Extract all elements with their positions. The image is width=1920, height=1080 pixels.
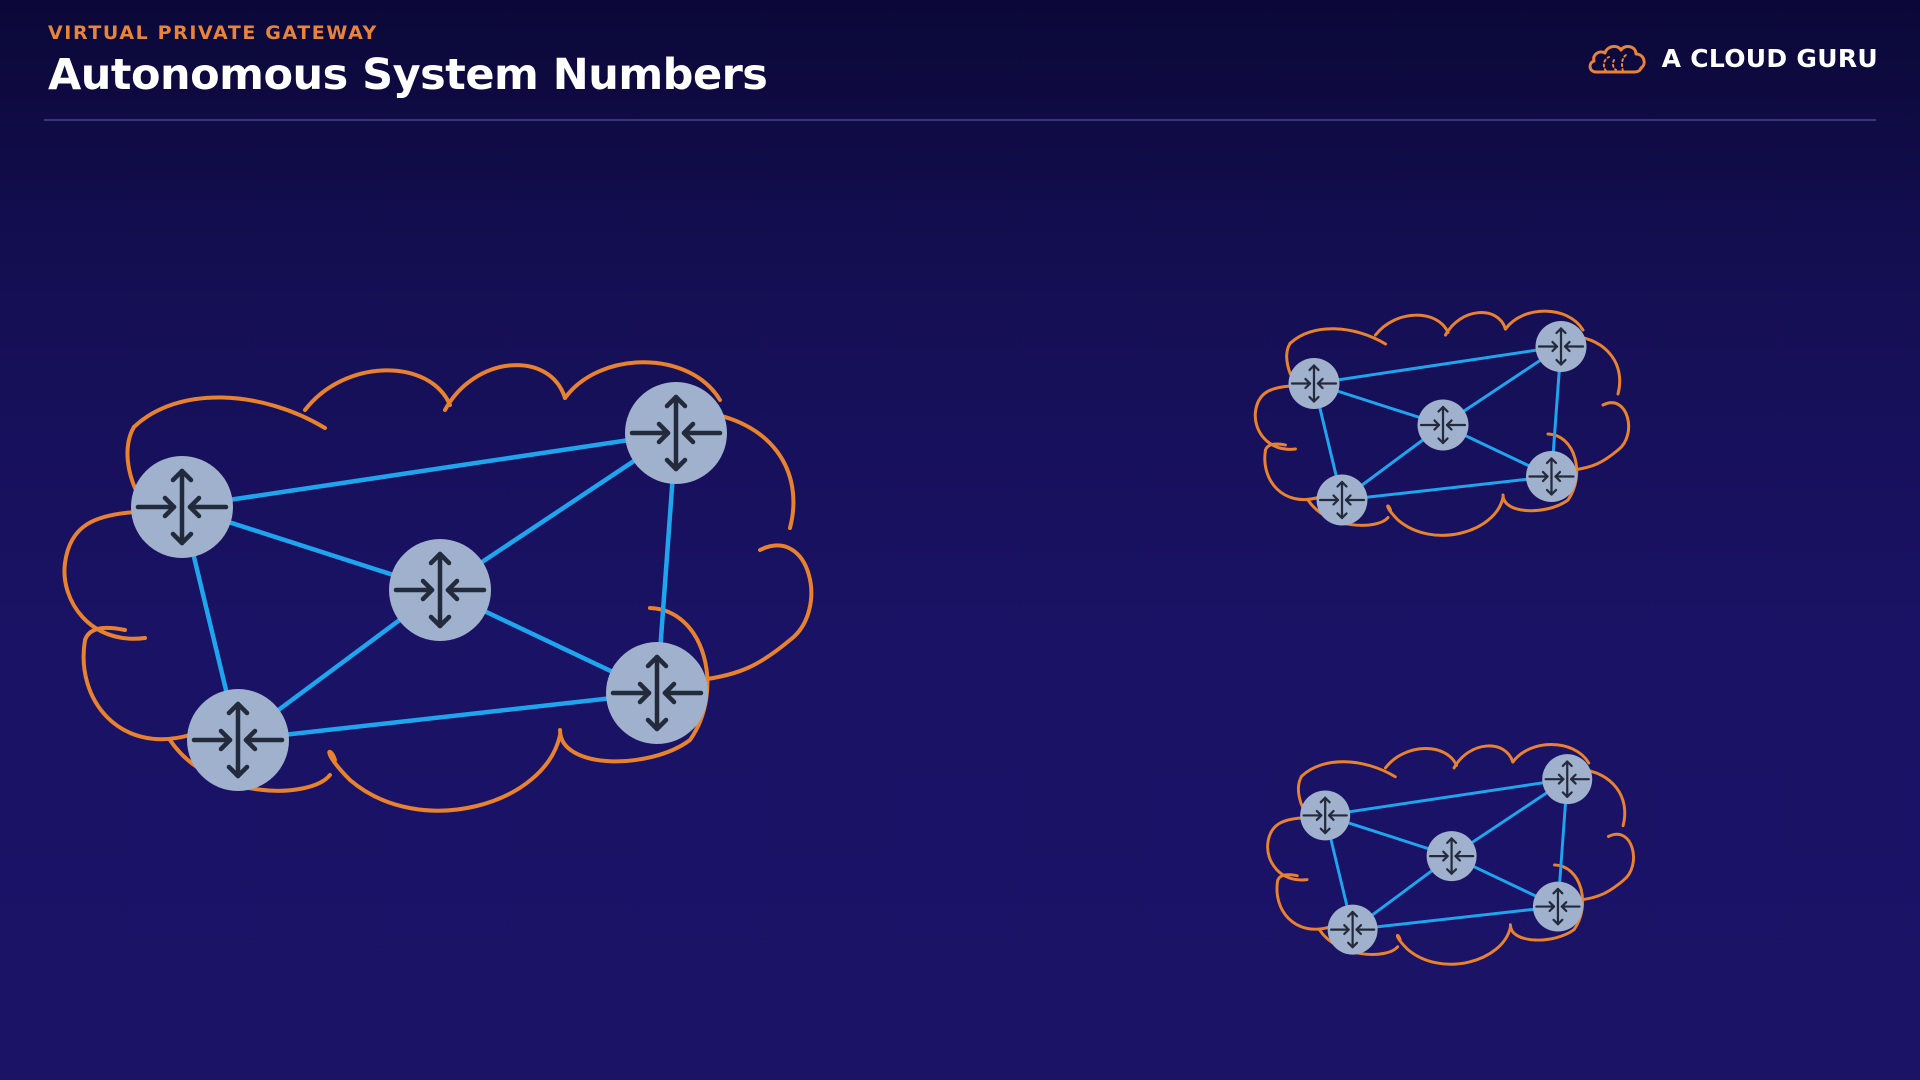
router-icon [625,382,727,484]
small-network-top [1254,310,1629,536]
router-icon [1426,831,1477,882]
router-icon [389,539,491,641]
slide-header: VIRTUAL PRIVATE GATEWAY Autonomous Syste… [48,22,768,100]
router-icon [1535,321,1587,372]
router-icon [1542,754,1593,805]
brand-logo: A CLOUD GURU [1586,38,1878,78]
small-network-bottom [1267,744,1634,965]
router-icon [1327,904,1378,955]
router-icon [131,456,233,558]
section-eyebrow: VIRTUAL PRIVATE GATEWAY [48,22,378,44]
slide-title: Autonomous System Numbers [48,50,768,100]
router-icon [187,689,289,791]
router-icon [1288,358,1340,409]
router-icon [1300,790,1351,841]
router-icon [1532,881,1583,932]
router-icon [1526,451,1577,502]
router-icon [1417,399,1469,451]
router-icon [1316,474,1368,526]
header-divider [44,119,1876,121]
cloud-logo-icon [1588,44,1646,74]
router-icon [606,642,708,744]
brand-name: A CLOUD GURU [1661,43,1878,73]
large-network [63,361,812,812]
